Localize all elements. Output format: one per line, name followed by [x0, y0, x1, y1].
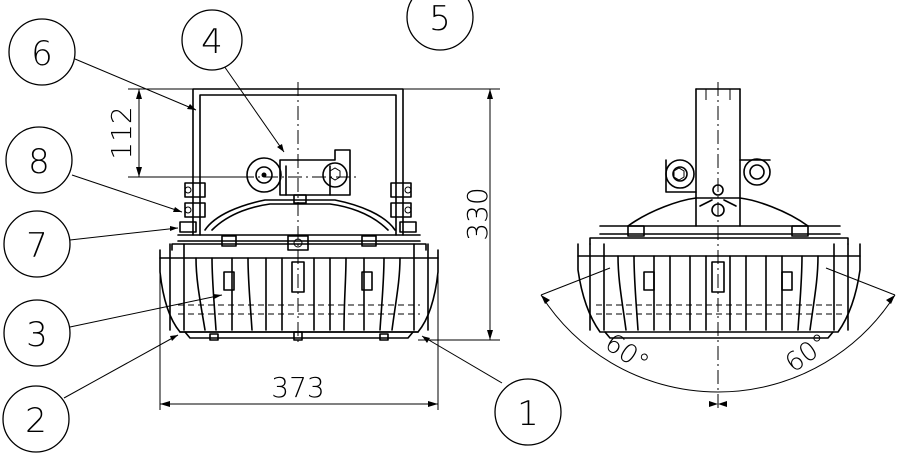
side-lamp-body: [577, 237, 861, 339]
front-view: 112 330 373: [63, 58, 503, 410]
dim-112-label: 112: [105, 106, 138, 159]
balloon-3: 3: [3, 299, 71, 367]
balloon-5-label: 5: [429, 0, 451, 39]
balloon-4: 4: [181, 9, 243, 71]
balloon-1-label: 1: [517, 394, 539, 434]
pivot-mount: [246, 149, 351, 204]
dim-112: 112: [105, 88, 240, 178]
mounting-arm: [188, 88, 404, 236]
balloon-8-label: 8: [28, 142, 50, 182]
angle-right-label: 60°: [780, 328, 835, 379]
dim-373-label: 373: [271, 371, 324, 404]
balloon-1: 1: [494, 378, 562, 446]
arm-bolts-left: [179, 182, 206, 233]
dim-373: 373: [159, 262, 439, 410]
balloon-5: 5: [406, 0, 474, 51]
leader-lines: [63, 58, 503, 399]
balloon-7-label: 7: [26, 226, 48, 266]
lamp-body: [159, 235, 439, 341]
balloon-7: 7: [3, 210, 71, 278]
balloon-2-label: 2: [25, 401, 47, 441]
dim-330-label: 330: [461, 187, 494, 240]
balloon-6: 6: [8, 18, 76, 86]
side-housing-top: [599, 197, 841, 237]
balloon-8: 8: [5, 126, 73, 194]
dim-330: 330: [403, 88, 500, 341]
balloon-4-label: 4: [201, 22, 223, 62]
balloon-3-label: 3: [26, 315, 48, 355]
side-view: 60° 60°: [540, 82, 896, 410]
side-knobs: [665, 158, 771, 217]
mount-post: [695, 88, 741, 227]
balloon-2: 2: [2, 385, 70, 453]
arm-bolts-right: [390, 182, 417, 233]
housing-top: [177, 199, 421, 242]
balloon-6-label: 6: [31, 34, 53, 74]
